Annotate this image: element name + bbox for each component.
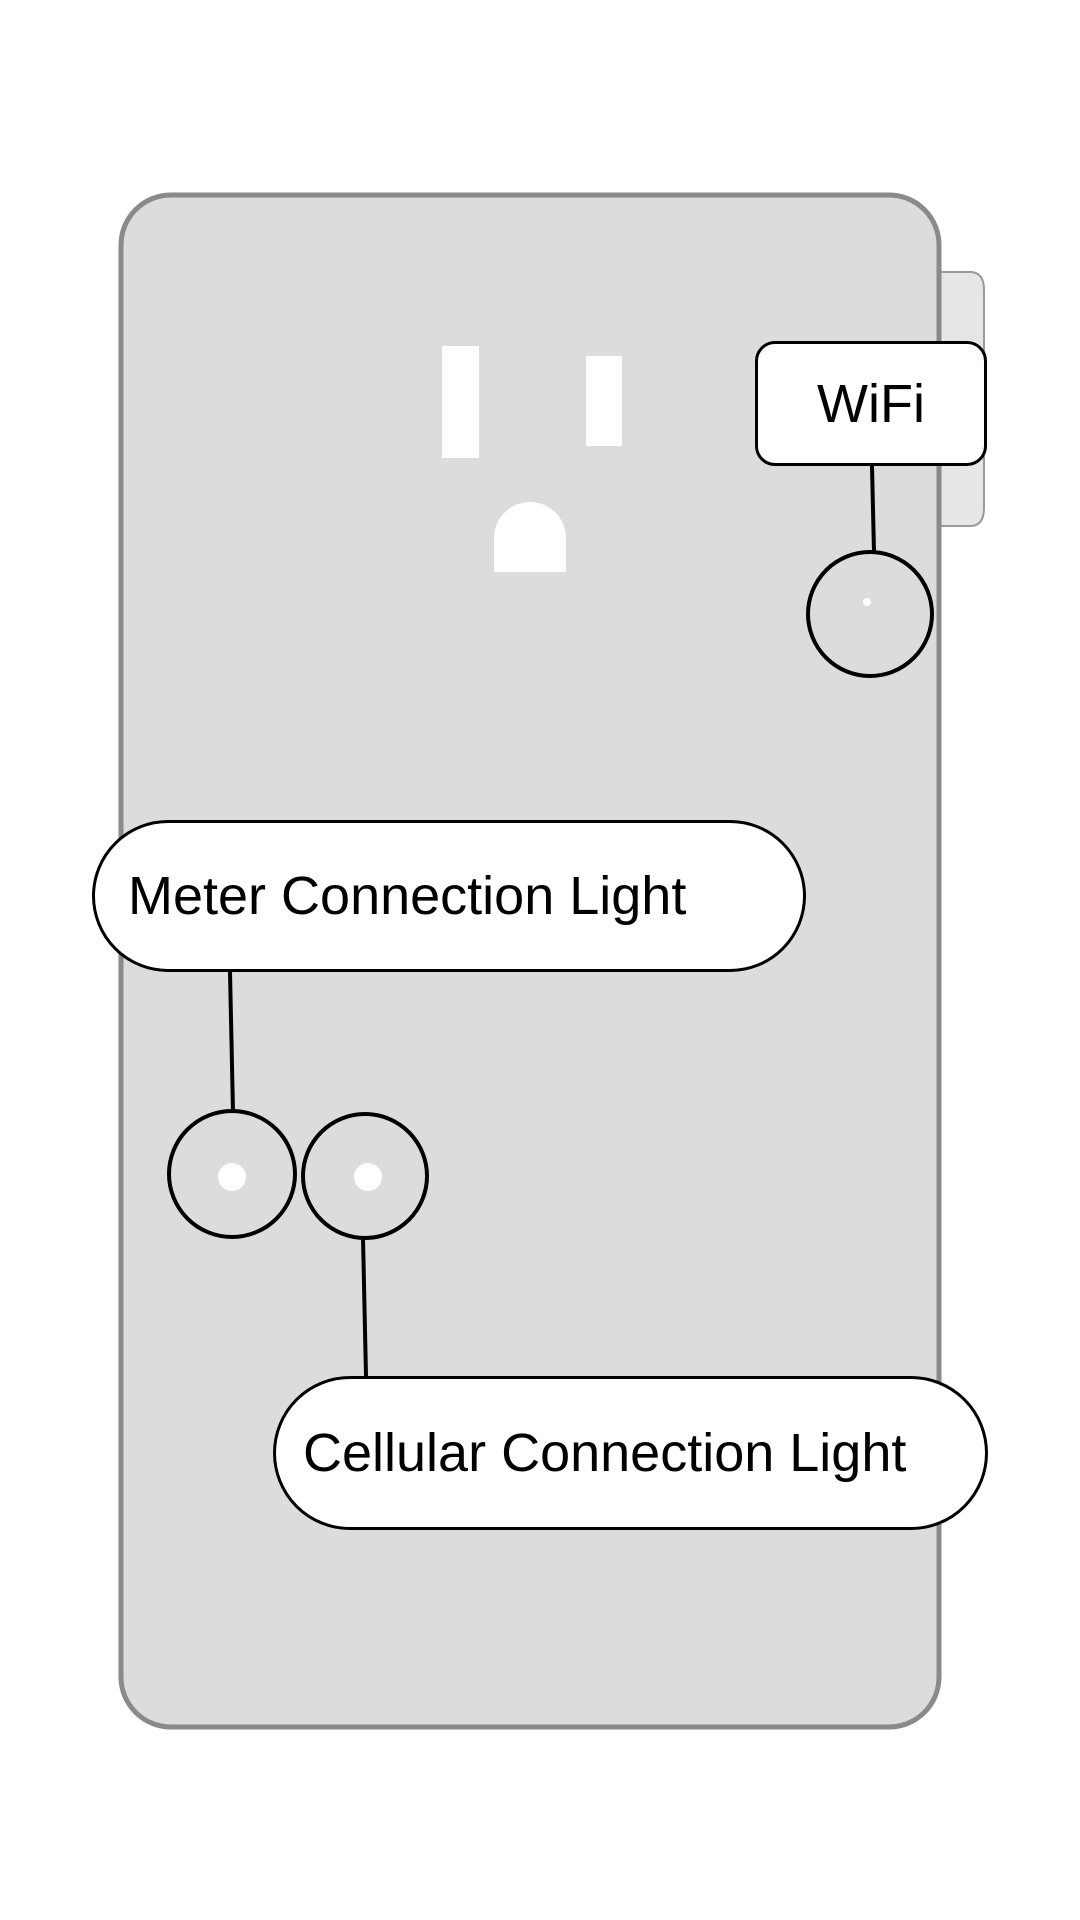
meter-leader-line xyxy=(228,971,235,1113)
outlet-ground-hole xyxy=(494,502,566,572)
cellular-connection-light-callout-label: Cellular Connection Light xyxy=(273,1376,988,1530)
meter-led-ring xyxy=(167,1109,297,1239)
cellular-led-dot xyxy=(354,1163,382,1191)
wifi-leader-line xyxy=(870,465,876,553)
wifi-led-dot xyxy=(863,598,871,606)
meter-led-dot xyxy=(218,1163,246,1191)
wifi-led-ring xyxy=(806,550,934,678)
outlet-slot-left xyxy=(442,346,479,458)
outlet-slot-right xyxy=(586,356,622,446)
meter-connection-light-callout-label: Meter Connection Light xyxy=(92,820,806,972)
wifi-callout-label: WiFi xyxy=(755,341,987,466)
cellular-leader-line xyxy=(361,1237,368,1377)
